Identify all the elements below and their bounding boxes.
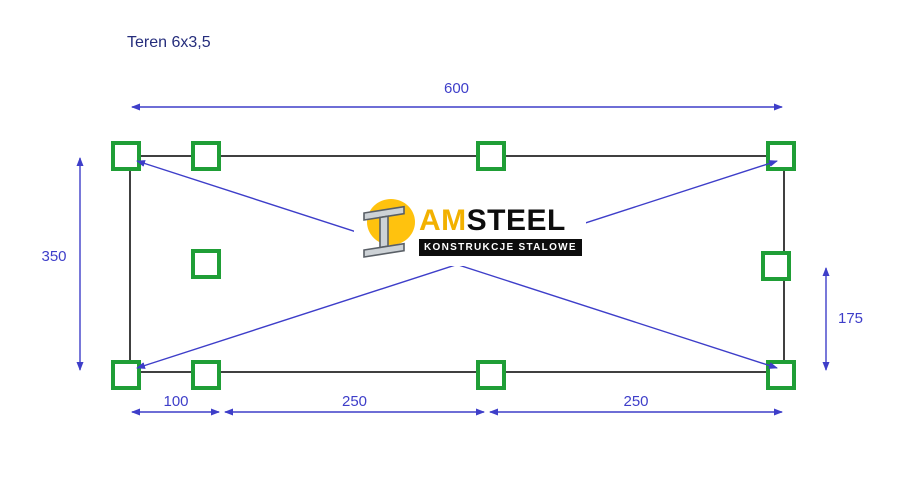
dim-label-bottom-3: 250	[623, 393, 649, 410]
diagram-title: Teren 6x3,5	[127, 34, 211, 51]
dim-label-bottom-1: 100	[163, 393, 189, 410]
steel-beam-icon	[363, 199, 415, 258]
dim-label-top: 600	[443, 80, 470, 97]
dim-label-left: 350	[41, 248, 67, 265]
amsteel-logo: AMSTEEL KONSTRUKCJE STALOWE	[354, 194, 586, 266]
logo-am: AM	[419, 203, 467, 237]
logo-wordmark: AMSTEEL	[419, 203, 582, 237]
logo-steel: STEEL	[466, 203, 566, 237]
logo-text-block: AMSTEEL KONSTRUKCJE STALOWE	[419, 203, 582, 256]
post-marker	[111, 360, 141, 390]
dim-label-right: 175	[838, 310, 864, 327]
dim-label-bottom-2: 250	[341, 393, 368, 410]
logo-subtitle: KONSTRUKCJE STALOWE	[419, 238, 582, 256]
post-marker	[111, 141, 141, 171]
